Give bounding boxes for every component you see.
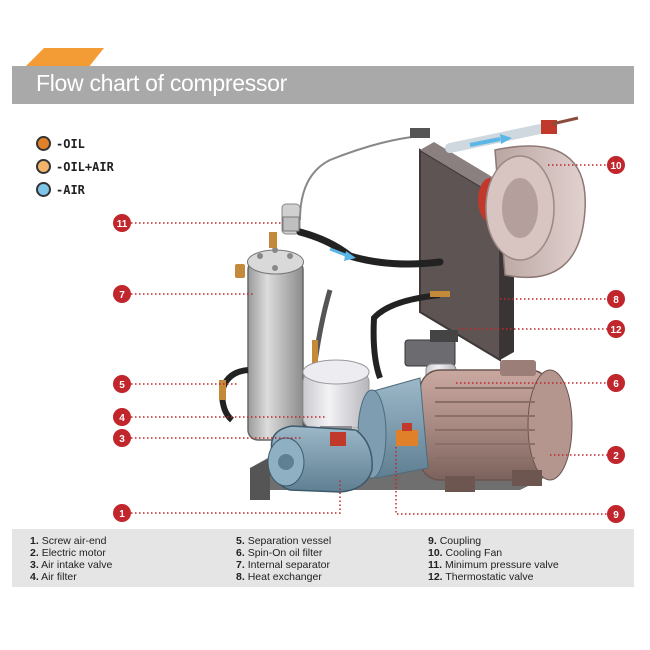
key-item: 10. Cooling Fan (428, 547, 503, 559)
parts-key-column-2: 5. Separation vessel 6. Spin-On oil filt… (236, 535, 331, 583)
key-item: 2. Electric motor (30, 547, 106, 559)
svg-text:3: 3 (119, 434, 125, 445)
key-item: 12. Thermostatic valve (428, 571, 534, 583)
key-item: 11. Minimum pressure valve (428, 559, 559, 571)
callout-3: 3 (113, 429, 131, 447)
callout-6: 6 (607, 374, 625, 392)
legend-item-oil: -OIL (36, 132, 114, 155)
svg-text:8: 8 (613, 295, 619, 306)
callout-4: 4 (113, 408, 131, 426)
min-pressure-valve (282, 216, 300, 232)
legend-item-air: -AIR (36, 178, 114, 201)
key-item: 4. Air filter (30, 571, 77, 583)
legend-label: -AIR (56, 182, 85, 197)
callout-1: 1 (113, 504, 131, 522)
key-item: 3. Air intake valve (30, 559, 113, 571)
legend-label: -OIL (56, 136, 85, 151)
callout-5: 5 (113, 375, 131, 393)
svg-text:7: 7 (119, 290, 125, 301)
callouts: 11 7 5 4 3 1 10 8 12 6 2 9 (113, 156, 625, 523)
svg-text:9: 9 (613, 510, 619, 521)
air-hose (296, 228, 444, 268)
svg-text:2: 2 (613, 451, 619, 462)
callout-9: 9 (607, 505, 625, 523)
screw-air-end (267, 425, 373, 493)
callout-8: 8 (607, 290, 625, 308)
legend-label: -OIL+AIR (56, 159, 114, 174)
electric-motor (419, 360, 573, 492)
svg-text:11: 11 (117, 219, 128, 230)
key-item: 8. Heat exchanger (236, 571, 322, 583)
control-line (299, 128, 430, 221)
page-title: Flow chart of compressor (36, 70, 287, 96)
key-item: 6. Spin-On oil filter (236, 547, 323, 559)
callout-2: 2 (607, 446, 625, 464)
leader-1 (131, 480, 341, 514)
svg-text:1: 1 (119, 509, 125, 520)
key-item: 5. Separation vessel (236, 535, 332, 547)
oil-air-dot-icon (36, 159, 51, 174)
svg-text:6: 6 (613, 379, 619, 390)
key-item: 9. Coupling (428, 535, 482, 547)
parts-key-band (12, 529, 634, 587)
air-dot-icon (36, 182, 51, 197)
legend-item-oil-air: -OIL+AIR (36, 155, 114, 178)
callout-12: 12 (607, 320, 625, 338)
oil-dot-icon (36, 136, 51, 151)
svg-text:10: 10 (610, 161, 622, 172)
svg-text:12: 12 (610, 325, 622, 336)
callout-10: 10 (607, 156, 625, 174)
svg-text:5: 5 (119, 380, 125, 391)
title-accent-tab (24, 48, 104, 68)
separation-vessel (235, 203, 304, 441)
title-band (12, 66, 634, 104)
leader-lines (131, 164, 607, 515)
cooling-fan (478, 145, 586, 279)
key-item: 7. Internal separator (236, 559, 330, 571)
callout-7: 7 (113, 285, 131, 303)
svg-text:4: 4 (119, 413, 125, 424)
callout-11: 11 (113, 214, 131, 232)
legend: -OIL -OIL+AIR -AIR (36, 132, 114, 201)
key-item: 1. Screw air-end (30, 535, 107, 547)
parts-key-column-3: 9. Coupling 10. Cooling Fan 11. Minimum … (428, 535, 559, 583)
discharge-pipe (445, 116, 579, 153)
parts-key-column-1: 1. Screw air-end 2. Electric motor 3. Ai… (30, 535, 112, 583)
